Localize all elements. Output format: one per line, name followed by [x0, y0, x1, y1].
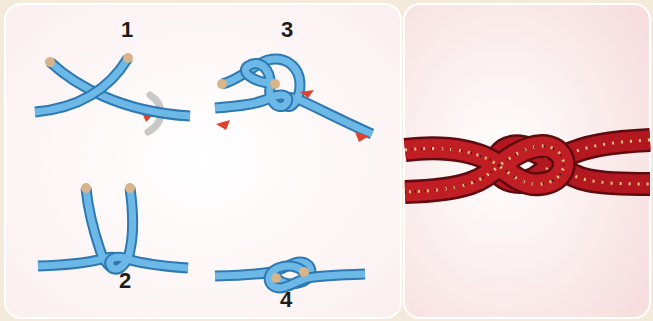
step-number: 3	[281, 19, 293, 41]
step-number: 2	[119, 270, 131, 292]
step-number: 4	[280, 289, 292, 311]
step-number: 1	[121, 19, 133, 41]
